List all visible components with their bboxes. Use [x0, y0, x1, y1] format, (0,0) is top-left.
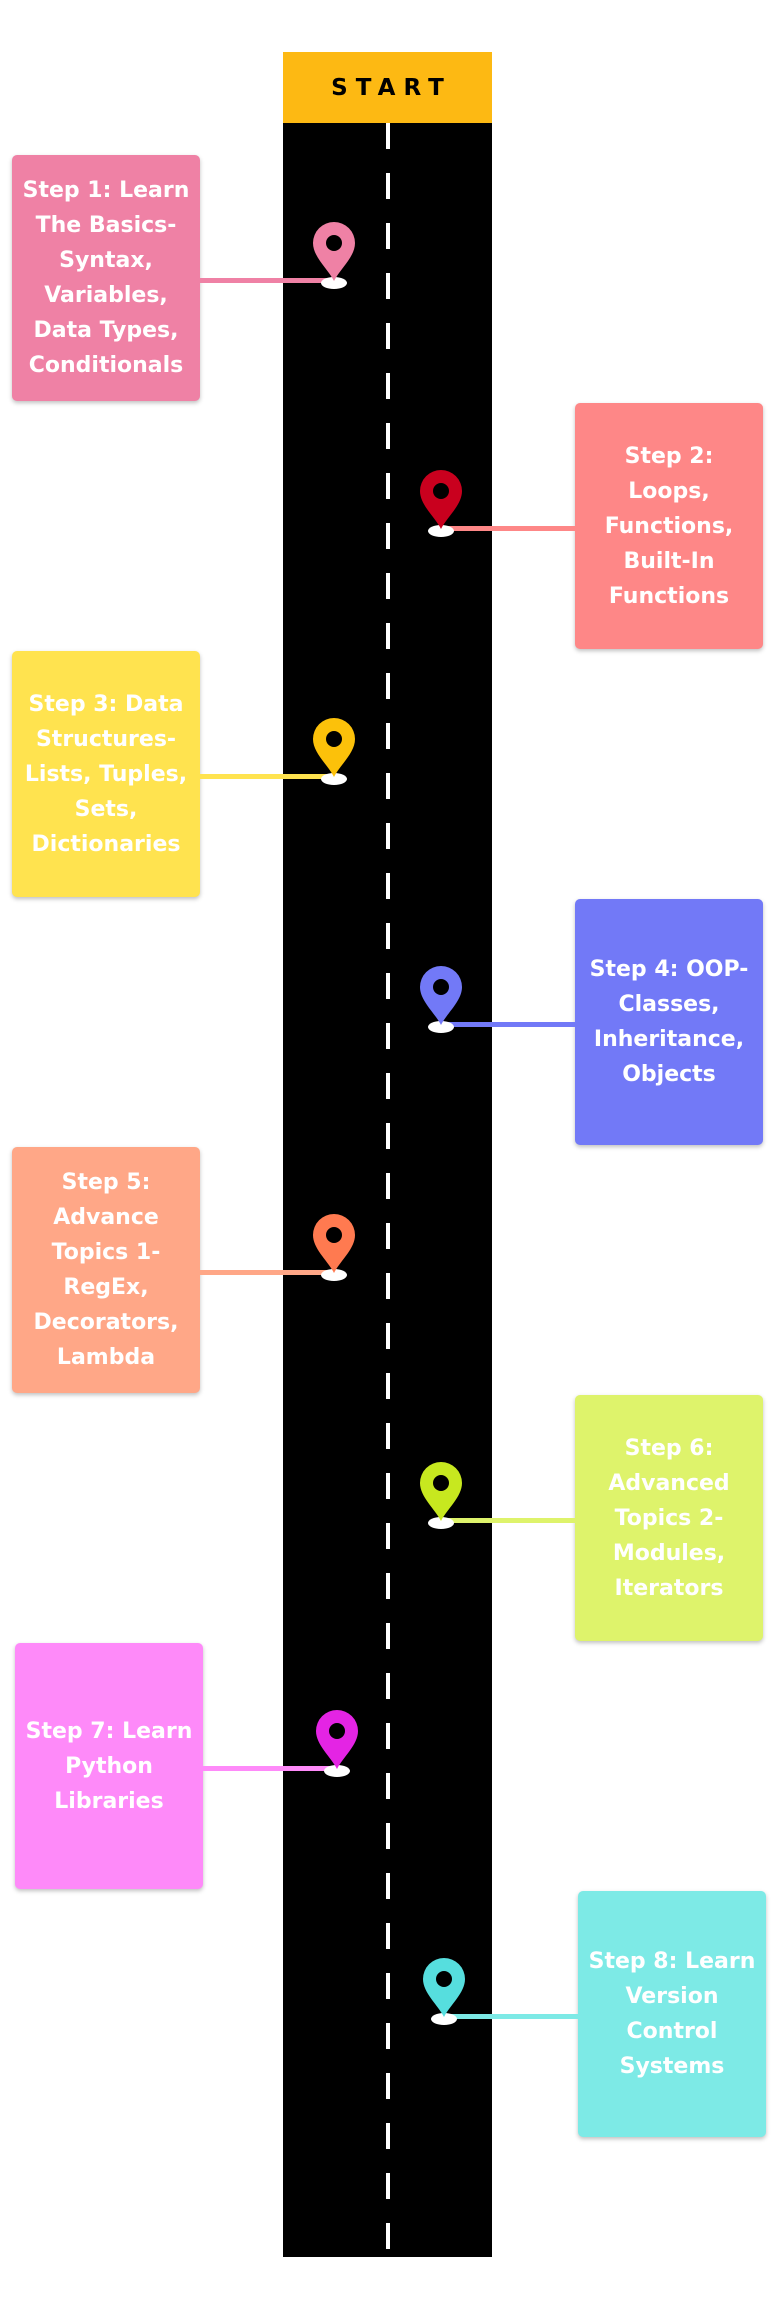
step-connector [200, 1270, 335, 1275]
location-pin-icon [420, 1955, 468, 2027]
location-pin-icon [313, 1707, 361, 1779]
step-connector [442, 526, 575, 531]
step-label: Step 3: Data Structures- Lists, Tuples, … [24, 691, 188, 857]
step-label: Step 2: Loops, Functions, Built-In Funct… [604, 443, 734, 609]
step-label: Step 4: OOP- Classes, Inheritance, Objec… [589, 957, 749, 1087]
step-label: Step 1: Learn The Basics- Syntax, Variab… [22, 178, 190, 378]
step-connector [203, 1766, 335, 1771]
location-pin-icon [310, 219, 358, 291]
step-card-5: Step 5: Advance Topics 1- RegEx, Decorat… [12, 1147, 200, 1393]
location-pin-icon [417, 963, 465, 1035]
step-card-3: Step 3: Data Structures- Lists, Tuples, … [12, 651, 200, 897]
location-pin-icon [310, 715, 358, 787]
step-label: Step 7: Learn Python Libraries [25, 1718, 193, 1814]
step-connector [200, 774, 335, 779]
start-banner: START [283, 52, 492, 123]
step-connector [442, 2014, 578, 2019]
step-card-6: Step 6: Advanced Topics 2- Modules, Iter… [575, 1395, 763, 1641]
step-card-8: Step 8: Learn Version Control Systems [578, 1891, 766, 2137]
location-pin-icon [310, 1211, 358, 1283]
step-label: Step 5: Advance Topics 1- RegEx, Decorat… [33, 1170, 179, 1370]
step-card-4: Step 4: OOP- Classes, Inheritance, Objec… [575, 899, 763, 1145]
step-card-1: Step 1: Learn The Basics- Syntax, Variab… [12, 155, 200, 401]
road-center-line [386, 123, 390, 2253]
location-pin-icon [417, 467, 465, 539]
step-card-7: Step 7: Learn Python Libraries [15, 1643, 203, 1889]
step-label: Step 8: Learn Version Control Systems [588, 1949, 756, 2079]
step-label: Step 6: Advanced Topics 2- Modules, Iter… [608, 1435, 730, 1601]
step-connector [200, 278, 335, 283]
step-connector [442, 1022, 575, 1027]
location-pin-icon [417, 1459, 465, 1531]
step-connector [442, 1518, 575, 1523]
step-card-2: Step 2: Loops, Functions, Built-In Funct… [575, 403, 763, 649]
